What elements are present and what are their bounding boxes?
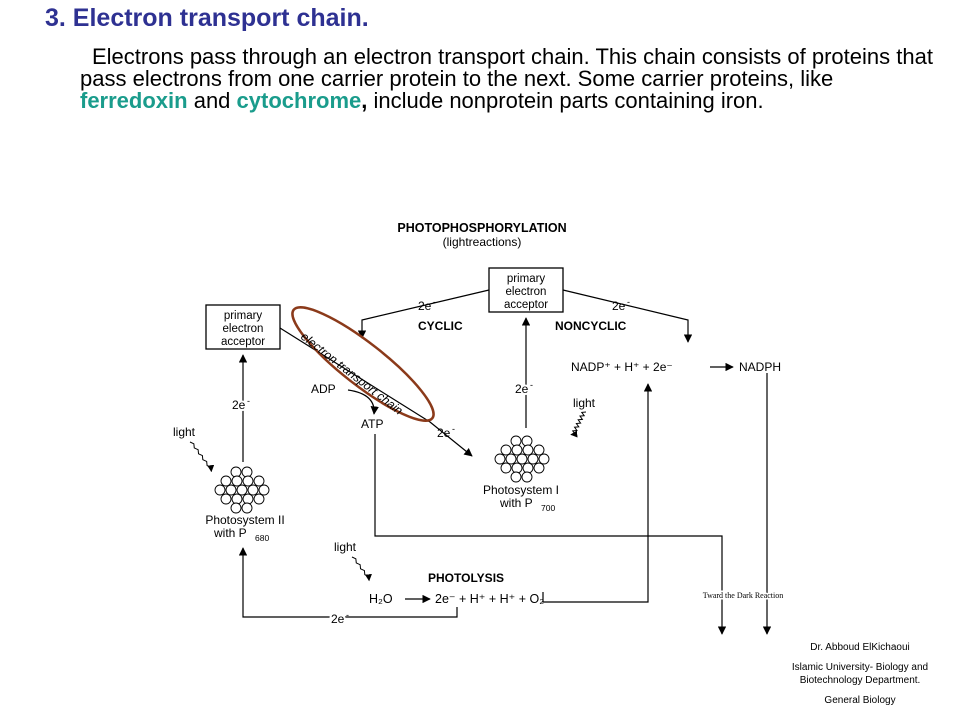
adp-atp-arrow xyxy=(347,389,379,415)
acceptor-box-top: primary electron acceptor xyxy=(488,267,564,313)
svg-text:-: - xyxy=(452,424,455,434)
para-text-1: Electrons pass through an electron trans… xyxy=(80,44,933,91)
atp-label: ATP xyxy=(361,417,383,431)
photolysis-equation: 2e⁻ + H⁺ + H⁺ + O₂ xyxy=(435,592,544,606)
label-noncyclic: NONCYCLIC xyxy=(555,319,627,333)
dark-reaction-label: Tward the Dark Reaction xyxy=(703,591,784,600)
svg-text:primary: primary xyxy=(507,273,546,285)
svg-text:2e: 2e xyxy=(612,299,626,313)
credit-course: General Biology xyxy=(824,695,896,706)
para-text-2: and xyxy=(187,88,237,113)
para-comma: , xyxy=(361,88,368,113)
svg-text:electron: electron xyxy=(506,286,547,298)
acceptor-box-left: primary electron acceptor xyxy=(205,304,281,350)
svg-text:2e: 2e xyxy=(331,612,345,626)
svg-text:-: - xyxy=(627,297,630,307)
noncyclic-arrow xyxy=(562,289,693,343)
adp-label: ADP xyxy=(311,382,336,396)
svg-text:2e: 2e xyxy=(515,382,529,396)
light-label-photolysis: light xyxy=(334,540,357,554)
svg-text:680: 680 xyxy=(255,533,269,543)
svg-text:with P: with P xyxy=(499,496,533,510)
photosystem-1-particles xyxy=(494,435,550,483)
intro-paragraph: Electrons pass through an electron trans… xyxy=(80,46,940,112)
author-credits: Dr. Abboud ElKichaoui Islamic University… xyxy=(760,641,960,707)
atp-to-dark-arrow xyxy=(374,434,727,635)
svg-text:acceptor: acceptor xyxy=(221,336,265,348)
svg-text:electron: electron xyxy=(223,323,264,335)
diagram-subtitle: (lightreactions) xyxy=(443,235,522,249)
svg-text:2e: 2e xyxy=(232,398,246,412)
svg-text:-: - xyxy=(247,396,250,406)
label-2e-bottom: 2e - xyxy=(329,610,349,628)
label-2e-cyclic: 2e - xyxy=(418,297,436,313)
light-arrow-ps2 xyxy=(189,441,215,473)
hplus-to-nadp-arrow xyxy=(542,383,653,603)
photolysis-title: PHOTOLYSIS xyxy=(428,571,504,585)
term-ferredoxin: ferredoxin xyxy=(80,88,188,113)
para-text-3: include nonprotein parts containing iron… xyxy=(367,88,764,113)
svg-text:-: - xyxy=(530,380,533,390)
credit-author: Dr. Abboud ElKichaoui xyxy=(810,642,910,653)
ps2-pigment: with P 680 xyxy=(213,526,269,543)
slide-title: 3. Electron transport chain. xyxy=(45,4,369,32)
etc-highlight-ellipse xyxy=(291,306,435,422)
light-arrow-photolysis xyxy=(351,556,372,582)
svg-text:with P: with P xyxy=(213,526,247,540)
ps1-pigment: with P 700 xyxy=(499,496,555,513)
nadp-equation: NADP⁺ + H⁺ + 2e⁻ xyxy=(571,360,673,374)
nadph-label: NADPH xyxy=(739,360,781,374)
cyclic-arrow xyxy=(357,289,490,339)
label-cyclic: CYCLIC xyxy=(418,319,463,333)
ps1-label: Photosystem I xyxy=(483,483,559,497)
light-arrow-ps1 xyxy=(570,411,587,438)
svg-text:700: 700 xyxy=(541,503,555,513)
photosystem-2-particles xyxy=(214,466,270,514)
credit-affiliation: Islamic University- Biology and Biotechn… xyxy=(791,662,929,686)
label-2e-etc: 2e - xyxy=(437,424,455,440)
light-label-ps1: light xyxy=(573,396,596,410)
label-2e-ps2: 2e - xyxy=(230,396,250,414)
ps2-label: Photosystem II xyxy=(205,513,284,527)
label-2e-ps1: 2e - xyxy=(513,380,533,398)
svg-text:-: - xyxy=(346,610,349,620)
svg-text:acceptor: acceptor xyxy=(504,299,548,311)
h2o-label: H₂O xyxy=(369,592,393,606)
svg-text:-: - xyxy=(433,297,436,307)
label-2e-noncyclic: 2e - xyxy=(612,297,630,313)
diagram-title: PHOTOPHOSPHORYLATION xyxy=(397,221,566,235)
svg-text:2e: 2e xyxy=(437,426,451,440)
light-label-ps2: light xyxy=(173,425,196,439)
photolysis-to-ps2-arrow xyxy=(238,547,458,618)
term-cytochrome: cytochrome xyxy=(236,88,362,113)
svg-text:primary: primary xyxy=(224,310,263,322)
etc-label: electron transport chain xyxy=(298,329,406,417)
etc-arrow xyxy=(279,327,473,457)
svg-text:2e: 2e xyxy=(418,299,432,313)
